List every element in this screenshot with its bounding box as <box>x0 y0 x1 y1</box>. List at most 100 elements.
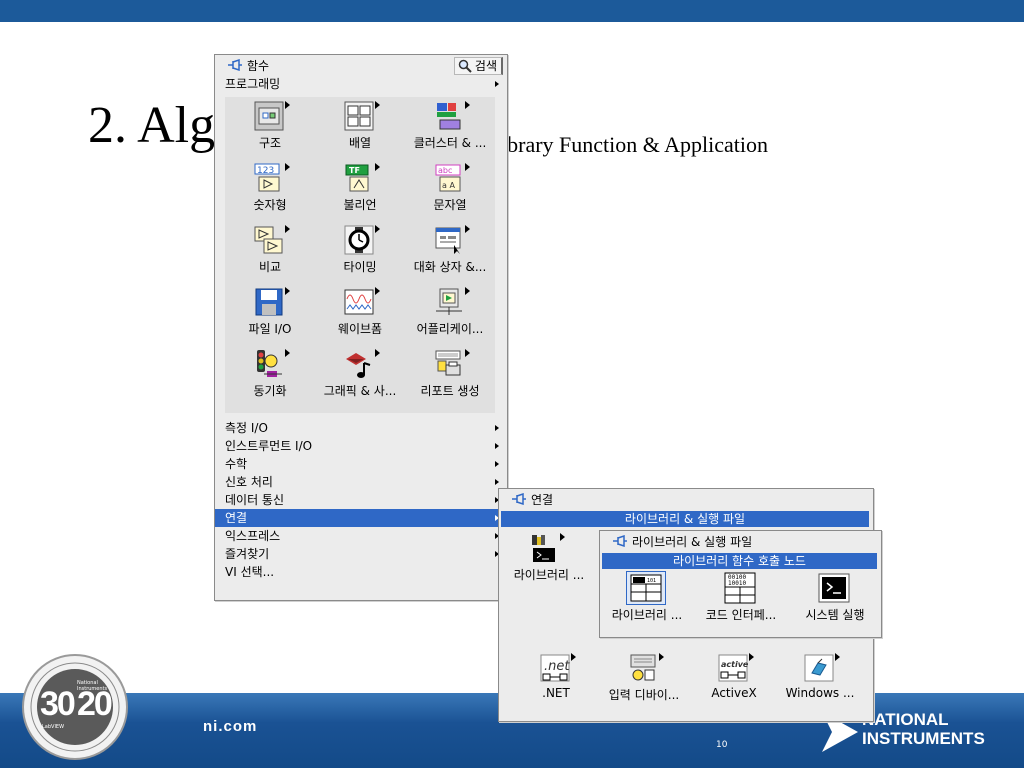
palette-item-label: 그래픽 & 사... <box>323 384 397 398</box>
programming-label: 프로그래밍 <box>225 77 281 91</box>
search-button[interactable]: 검색 <box>453 57 503 75</box>
menu-item-label: 신호 처리 <box>225 475 273 489</box>
dialog-icon <box>434 225 470 255</box>
palette-item-label: 라이브러리 ... <box>611 608 683 622</box>
pushpin-icon[interactable] <box>511 493 527 505</box>
menu-item-select-vi[interactable]: VI 선택... <box>215 563 507 581</box>
pushpin-icon[interactable] <box>612 535 628 547</box>
windows-registry-icon <box>804 653 840 683</box>
svg-text:.net: .net <box>544 659 570 674</box>
palette-item-label: 파일 I/O <box>248 322 292 336</box>
palette-item-timing[interactable]: 타이밍 <box>317 223 403 285</box>
badge-text-line2: Instruments <box>77 686 108 692</box>
submenu-arrow-icon <box>495 515 499 521</box>
submenu-arrow-icon <box>495 443 499 449</box>
palette-item-input-device[interactable]: 입력 디바이... <box>601 651 687 713</box>
search-icon <box>458 59 472 73</box>
submenu-arrow-icon <box>495 497 499 503</box>
badge-text-line1: National <box>77 680 98 686</box>
menu-item-label: 측정 I/O <box>225 421 268 435</box>
dotnet-icon: .net <box>540 653 576 683</box>
submenu-arrow-icon <box>495 81 499 87</box>
palette-item-dotnet[interactable]: .net .NET <box>513 651 599 713</box>
palette-item-numeric[interactable]: 123 숫자형 <box>227 161 313 223</box>
menu-item-instrument-io[interactable]: 인스트루먼트 I/O <box>215 437 507 455</box>
boolean-icon: TF <box>344 163 380 193</box>
array-icon <box>344 101 380 131</box>
svg-text:101: 101 <box>647 578 656 584</box>
badge-text-line3: LabVIEW <box>42 724 65 730</box>
menu-item-label: 즐겨찾기 <box>225 547 270 561</box>
programming-icon-grid: 구조 배열 클러스터 & ... 123 숫자형 T <box>225 97 495 413</box>
palette-item-label: 리포트 생성 <box>420 384 480 398</box>
menu-item-mathematics[interactable]: 수학 <box>215 455 507 473</box>
menu-item-favorites[interactable]: 즐겨찾기 <box>215 545 507 563</box>
menu-item-express[interactable]: 익스프레스 <box>215 527 507 545</box>
waveform-icon <box>344 287 380 317</box>
palette-item-report-generation[interactable]: 리포트 생성 <box>407 347 493 409</box>
palette-item-label: ActiveX <box>711 686 757 700</box>
palette-item-synchronization[interactable]: 동기화 <box>227 347 313 409</box>
svg-text:123: 123 <box>257 166 274 176</box>
menu-item-label: 연결 <box>225 511 248 525</box>
functions-palette-header: 함수 검색 <box>215 55 507 75</box>
palette-item-label: 타이밍 <box>343 260 377 274</box>
palette-item-label: 문자열 <box>433 198 467 212</box>
palette-item-structures[interactable]: 구조 <box>227 99 313 161</box>
menu-item-label: 수학 <box>225 457 248 471</box>
page-number: 10 <box>716 740 728 750</box>
palette-item-label: 비교 <box>258 260 282 274</box>
palette-item-call-library-function[interactable]: 101 라이브러리 ... <box>602 571 692 633</box>
pushpin-icon[interactable] <box>227 59 243 71</box>
palette-item-activex[interactable]: activex ActiveX <box>691 651 777 713</box>
palette-item-cluster[interactable]: 클러스터 & ... <box>407 99 493 161</box>
libraries-executables-icon <box>529 533 565 563</box>
palette-item-boolean[interactable]: TF 불리언 <box>317 161 403 223</box>
cluster-icon <box>434 101 470 131</box>
palette-item-label: 어플리케이... <box>416 322 484 336</box>
svg-text:activex: activex <box>721 660 748 669</box>
badge-number-right: 20 <box>77 685 113 723</box>
palette-item-waveform[interactable]: 웨이브폼 <box>317 285 403 347</box>
palette-item-label: 숫자형 <box>253 198 287 212</box>
palette-item-file-io[interactable]: 파일 I/O <box>227 285 313 347</box>
menu-item-measurement-io[interactable]: 측정 I/O <box>215 419 507 437</box>
palette-item-label: 라이브러리 ... <box>513 568 585 582</box>
palette-item-application-control[interactable]: 어플리케이... <box>407 285 493 347</box>
palette-item-label: 구조 <box>258 136 282 150</box>
libraries-executables-palette[interactable]: 라이브러리 & 실행 파일 라이브러리 함수 호출 노드 101 라이브러리 .… <box>599 530 882 638</box>
palette-item-comparison[interactable]: 비교 <box>227 223 313 285</box>
libraries-palette-title: 라이브러리 & 실행 파일 <box>632 535 753 549</box>
palette-item-dialog[interactable]: 대화 상자 &... <box>407 223 493 285</box>
connectivity-palette-header: 연결 <box>499 489 873 509</box>
menu-item-connectivity[interactable]: 연결 <box>215 509 507 527</box>
palette-item-windows-registry[interactable]: Windows ... <box>777 651 863 713</box>
palette-item-system-exec[interactable]: 시스템 실행 <box>790 571 880 633</box>
menu-item-data-communication[interactable]: 데이터 통신 <box>215 491 507 509</box>
menu-item-label: 인스트루먼트 I/O <box>225 439 313 453</box>
slide-title: 2. Alg <box>88 97 216 154</box>
palette-item-array[interactable]: 배열 <box>317 99 403 161</box>
ni-eagle-icon <box>822 712 858 752</box>
menu-item-signal-processing[interactable]: 신호 처리 <box>215 473 507 491</box>
synchronization-icon <box>254 349 290 379</box>
palette-item-libraries-executables[interactable]: 라이브러리 ... <box>501 531 597 593</box>
functions-palette-title: 함수 <box>247 59 270 73</box>
palette-item-graphics-sound[interactable]: 그래픽 & 사... <box>317 347 403 409</box>
palette-item-label: 코드 인터페... <box>705 608 777 622</box>
palette-item-label: 불리언 <box>343 198 377 212</box>
functions-palette[interactable]: 함수 검색 프로그래밍 구조 배열 <box>214 54 508 601</box>
libraries-executables-highlight[interactable]: 라이브러리 & 실행 파일 <box>501 511 869 527</box>
slide-subtitle: ibrary Function & Application <box>501 132 769 157</box>
programming-category[interactable]: 프로그래밍 <box>215 75 507 93</box>
palette-item-label: 웨이브폼 <box>337 322 383 336</box>
graphics-sound-icon <box>344 349 380 379</box>
file-io-icon <box>254 287 290 317</box>
national-instruments-logo: NATIONAL INSTRUMENTS <box>820 708 1010 756</box>
call-library-node-highlight[interactable]: 라이브러리 함수 호출 노드 <box>602 553 877 569</box>
palette-item-label: 동기화 <box>253 384 287 398</box>
connectivity-palette-title: 연결 <box>531 493 554 507</box>
